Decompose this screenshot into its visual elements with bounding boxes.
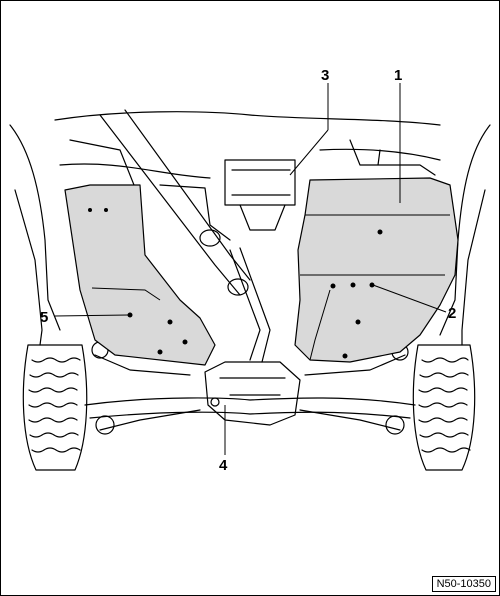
leader-3b [289,129,329,176]
callout-5: 5 [40,309,48,326]
floor-detail-right [349,139,436,176]
leader-5 [54,314,130,317]
bracket-detail [231,169,291,231]
mounting-bracket [224,159,296,206]
fastener [104,208,108,212]
axle-beam [84,397,416,419]
hub-left [95,415,115,435]
center-housing-detail [219,377,286,396]
fastener [355,319,361,325]
left-sill [9,124,61,346]
right-underbody-panel [294,177,459,363]
callout-2: 2 [448,305,456,322]
right-tire [412,344,476,471]
left-panel-fold [91,287,161,301]
fastener [330,283,336,289]
fastener [377,229,383,235]
callout-4: 4 [219,457,228,474]
hub-right [385,415,405,435]
fastener [350,282,356,288]
center-bolt [210,397,220,407]
fastener [369,282,375,288]
right-panel-edge [309,289,331,361]
left-underbody-panel [64,184,216,366]
fastener [167,319,173,325]
pipe-end [199,229,221,247]
floor-detail-left [69,139,231,241]
leader-2 [372,284,447,313]
fastener [342,353,348,359]
center-housing [204,361,301,426]
figure-reference: N50-10350 [431,576,496,592]
floor-contour [54,111,441,179]
left-tire [22,344,88,471]
fastener [157,349,163,355]
fastener [127,312,133,318]
fastener [182,339,188,345]
fastener [88,208,92,212]
fuel-line [229,247,271,363]
callout-1: 1 [394,67,402,84]
callout-3: 3 [321,67,329,84]
filler-pipe [99,109,251,296]
filler-pipe-clamp [227,278,249,296]
